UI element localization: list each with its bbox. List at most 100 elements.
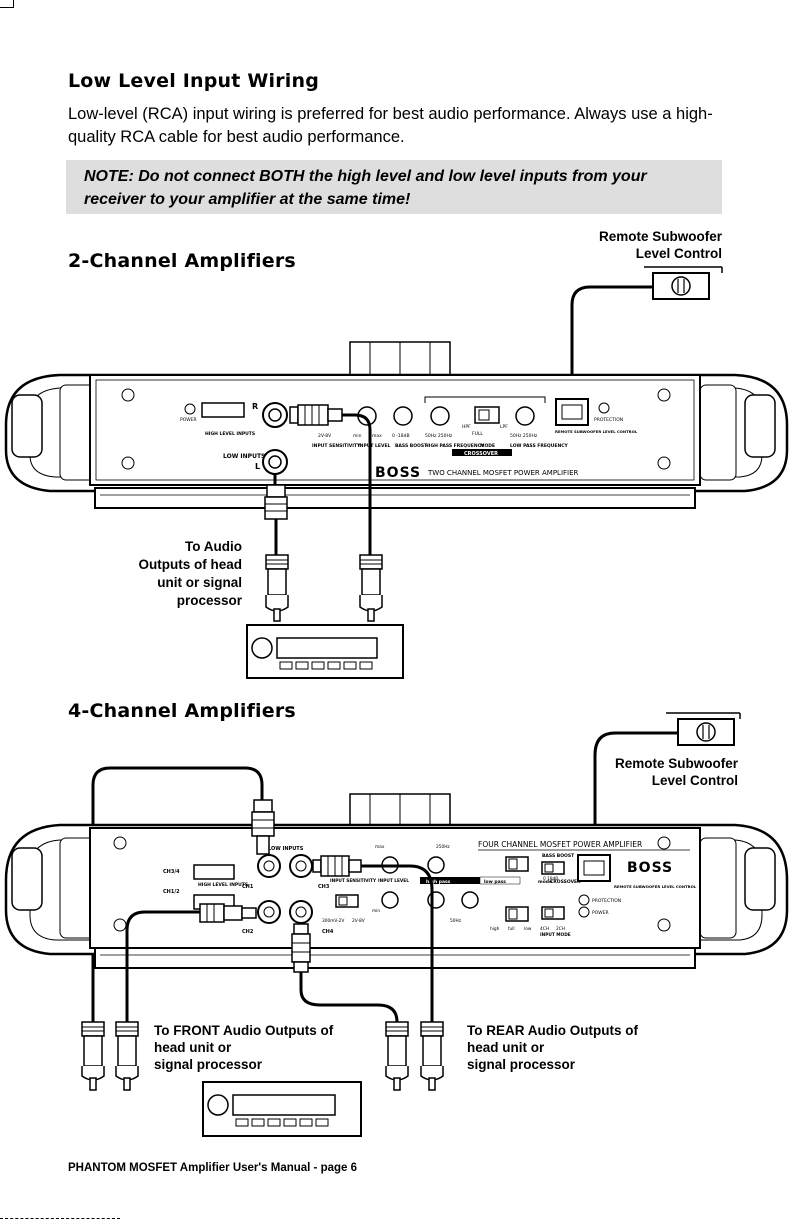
svg-text:HIGH LEVEL INPUTS: HIGH LEVEL INPUTS [198, 882, 248, 888]
front-loop-cable [91, 766, 264, 1022]
svg-text:50Hz 250Hz: 50Hz 250Hz [425, 433, 453, 439]
model-text: TWO CHANNEL MOSFET POWER AMPLIFIER [427, 469, 579, 477]
svg-text:low: low [524, 926, 532, 932]
svg-text:REMOTE SUBWOOFER LEVEL CONTROL: REMOTE SUBWOOFER LEVEL CONTROL [555, 429, 638, 434]
svg-text:REMOTE SUBWOOFER LEVEL CONTROL: REMOTE SUBWOOFER LEVEL CONTROL [614, 884, 697, 889]
svg-text:POWER: POWER [592, 910, 609, 916]
svg-text:HPF: HPF [462, 424, 471, 430]
high-level-inputs-label: HIGH LEVEL INPUTS [205, 431, 255, 437]
svg-text:CH1/2: CH1/2 [163, 889, 180, 895]
input-level-label: INPUT LEVEL [358, 443, 391, 449]
high-pass-knob-12 [427, 891, 445, 909]
svg-text:mode: mode [538, 879, 552, 885]
rca-cable-left [264, 474, 288, 555]
page-footer: PHANTOM MOSFET Amplifier User's Manual -… [68, 1162, 358, 1174]
svg-text:CH4: CH4 [322, 929, 334, 935]
low-pass-knob [461, 891, 479, 909]
svg-text:BASS BOOST: BASS BOOST [542, 853, 575, 859]
svg-text:PROTECTION: PROTECTION [594, 417, 623, 423]
sensitivity-range: 2V-8V [318, 433, 332, 439]
svg-text:max: max [375, 845, 385, 850]
high-pass-label: HIGH PASS FREQUENCY [425, 443, 485, 449]
rear-output-label: To REAR Audio Outputs of head unit or si… [467, 1023, 638, 1072]
power-label: POWER [180, 417, 197, 423]
svg-text:CH2: CH2 [242, 929, 254, 935]
rca-plug-row-4ch [81, 1021, 444, 1091]
rca-plug-into-ch3 [312, 855, 434, 1022]
page-edge-mark [0, 1218, 120, 1220]
svg-text:high pass: high pass [426, 879, 451, 885]
note-box: NOTE: Do not connect BOTH the high level… [66, 160, 722, 214]
svg-text:2V-8V: 2V-8V [352, 918, 365, 924]
svg-text:INPUT MODE: INPUT MODE [540, 932, 571, 938]
r-label: R [252, 402, 258, 411]
section-title-2ch: 2-Channel Amplifiers [68, 250, 296, 272]
amplifier-chassis-2ch [4, 373, 789, 509]
remote-cable-4ch [593, 731, 678, 850]
head-unit-2ch [246, 624, 404, 679]
svg-text:CH3/4: CH3/4 [163, 869, 180, 875]
remote-level-control-4ch [666, 712, 741, 746]
remote-label-4ch: Remote Subwoofer Level Control [614, 756, 738, 788]
audio-output-label-2ch: To Audio Outputs of head unit or signal … [138, 539, 243, 608]
remote-level-control-2ch [644, 266, 723, 300]
low-pass-label: LOW PASS FREQUENCY [510, 443, 569, 449]
section-title-4ch: 4-Channel Amplifiers [68, 700, 296, 722]
brand-logo-4ch: BOSS [627, 860, 673, 876]
rca-cable-right [289, 404, 372, 555]
two-channel-wiring-diagram: POWER HIGH LEVEL INPUTS LOW INPUTS R L I… [4, 266, 789, 679]
high-level-connector-34 [193, 864, 235, 880]
svg-text:50Hz 250Hz: 50Hz 250Hz [510, 433, 538, 439]
rca-plug-into-ch1 [251, 799, 275, 855]
bass-boost-knob [393, 406, 413, 426]
l-label: L [255, 462, 260, 471]
rca-plug-pair-2ch [265, 554, 383, 622]
power-led [184, 403, 196, 415]
svg-text:PROTECTION: PROTECTION [592, 898, 621, 904]
svg-text:low pass: low pass [484, 879, 506, 885]
svg-text:CH3: CH3 [318, 884, 330, 890]
mode-label: MODE [480, 443, 495, 449]
rca-plug-into-ch4 [291, 923, 399, 1023]
note-text: NOTE: Do not connect BOTH the high level… [84, 168, 647, 208]
svg-text:INPUT SENSITIVITY: INPUT SENSITIVITY [330, 878, 377, 884]
crop-mark [0, 0, 14, 8]
svg-text:full: full [508, 926, 515, 932]
four-channel-wiring-diagram: FOUR CHANNEL MOSFET POWER AMPLIFIER BOSS… [4, 712, 789, 1137]
crossover-bar [452, 449, 512, 456]
svg-text:0 -18dB: 0 -18dB [392, 433, 410, 439]
input-sensitivity-label: INPUT SENSITIVITY [312, 443, 361, 449]
protection-led [598, 402, 610, 414]
bass-boost-label: BASS BOOST [395, 443, 428, 449]
svg-text:50Hz: 50Hz [450, 918, 462, 924]
control-panel-2ch: POWER HIGH LEVEL INPUTS LOW INPUTS R L I… [180, 396, 638, 481]
remote-label-2ch: Remote Subwoofer Level Control [598, 229, 722, 261]
input-level-knob-12 [381, 891, 399, 909]
control-panel-4ch: FOUR CHANNEL MOSFET POWER AMPLIFIER BOSS… [163, 840, 697, 938]
svg-text:min: min [372, 908, 380, 914]
protection-led-4ch [578, 894, 590, 906]
brand-logo: BOSS [375, 465, 421, 481]
high-level-input-connector [201, 402, 245, 418]
svg-text:FULL: FULL [472, 431, 483, 437]
power-led-4ch [578, 906, 590, 918]
high-pass-knob [430, 406, 450, 426]
svg-text:high: high [490, 926, 500, 932]
svg-text:INPUT LEVEL: INPUT LEVEL [378, 878, 409, 884]
remote-cable-2ch [570, 285, 653, 380]
front-output-label: To FRONT Audio Outputs of head unit or s… [154, 1023, 334, 1072]
svg-text:min: min [353, 433, 362, 439]
intro-paragraph: Low-level (RCA) input wiring is preferre… [68, 105, 713, 146]
svg-text:2CH: 2CH [556, 926, 565, 932]
svg-text:CROSSOVER: CROSSOVER [550, 879, 581, 885]
section-title-low-level: Low Level Input Wiring [68, 70, 320, 92]
svg-text:250Hz: 250Hz [436, 844, 450, 850]
low-inputs-label: LOW INPUTS [223, 453, 265, 460]
svg-text:LPF: LPF [500, 424, 508, 430]
model-text-4ch: FOUR CHANNEL MOSFET POWER AMPLIFIER [478, 840, 642, 849]
svg-text:CROSSOVER: CROSSOVER [464, 451, 498, 457]
low-pass-knob [515, 406, 535, 426]
high-pass-knob-34 [427, 856, 445, 874]
svg-text:LOW INPUTS: LOW INPUTS [268, 846, 304, 852]
head-unit-4ch [202, 1081, 362, 1137]
